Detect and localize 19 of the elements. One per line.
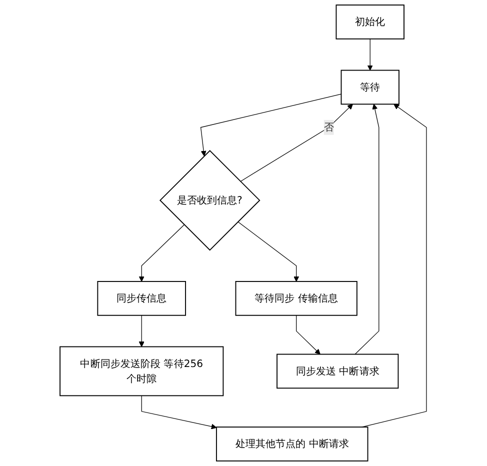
arrow [362, 104, 428, 428]
arrow [139, 315, 145, 347]
node-box: 等待 [341, 70, 400, 105]
arrow [139, 224, 185, 282]
arrow [240, 104, 354, 182]
arrow [368, 38, 374, 71]
arrow [200, 94, 342, 156]
node-box: 同步传信息 [97, 281, 186, 316]
node-box: 同步发送 中断请求 [276, 354, 399, 389]
node-box: 等待同步 传输信息 [236, 281, 358, 316]
arrow [354, 104, 380, 355]
arrow [238, 221, 300, 282]
arrow [296, 315, 321, 355]
edge-label: 否 [324, 121, 334, 134]
arrow [142, 395, 217, 430]
node-box: 中断同步发送阶段 等待256个时隙 [60, 346, 224, 396]
node-box: 初始化 [336, 4, 405, 40]
node-box: 处理其他节点的 中断请求 [216, 426, 368, 462]
node-diamond: 是否收到信息? [160, 150, 261, 251]
